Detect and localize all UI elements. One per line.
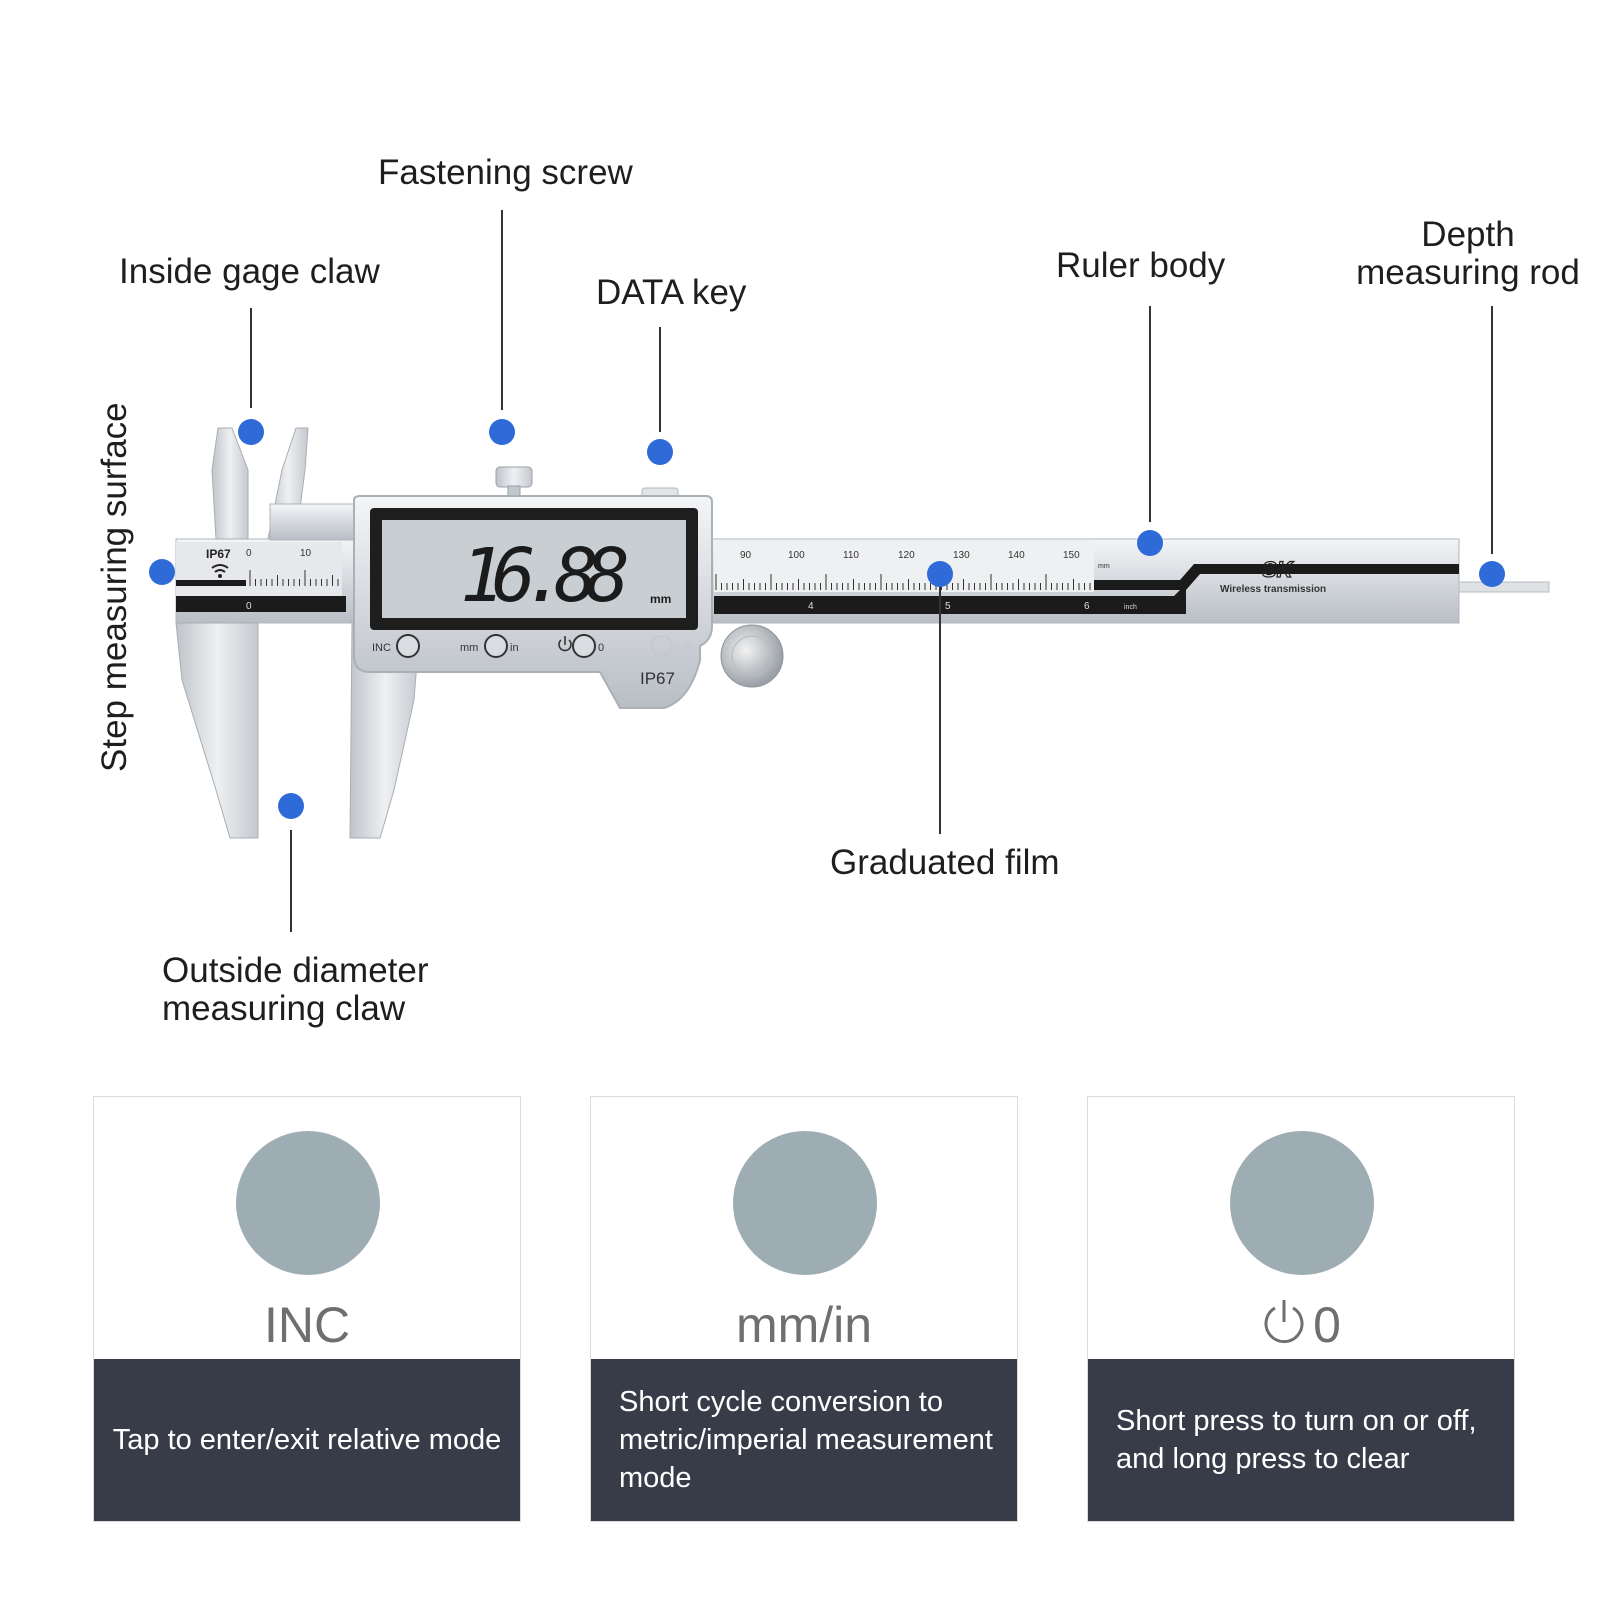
card-desc-mm-in: Short cycle conversion to metric/imperia…	[591, 1359, 1017, 1521]
svg-text:120: 120	[898, 550, 915, 561]
caliper-diagram: IP67 0 10 0 90 100 110 120 130 140 150 m…	[149, 210, 1550, 932]
depth-rod	[1458, 581, 1550, 593]
power-zero-button[interactable]	[572, 634, 596, 658]
callout-fastening-screw: Fastening screw	[378, 153, 633, 192]
card-label-power: 0	[1088, 1295, 1514, 1355]
leader-lines	[250, 210, 1493, 932]
callout-dots	[149, 419, 1505, 819]
mm-in-button[interactable]	[484, 634, 508, 658]
card-inc: INC Tap to enter/exit relative mode	[93, 1096, 521, 1522]
lcd-unit: mm	[650, 592, 671, 606]
dot-depth-rod	[1479, 561, 1505, 587]
fixed-outside-jaw	[175, 622, 259, 839]
svg-text:inch: inch	[1124, 604, 1137, 611]
svg-text:mm: mm	[460, 642, 478, 654]
wireless-transmission-text: Wireless transmission	[1220, 584, 1326, 595]
fixed-inside-jaw	[211, 427, 249, 540]
dot-fastening-screw	[489, 419, 515, 445]
card-label-inc: INC	[263, 1297, 351, 1353]
card-power: 0 Short press to turn on or off, and lon…	[1087, 1096, 1515, 1522]
svg-text:in: in	[510, 642, 519, 654]
callout-depth-rod: Depth measuring rod	[1356, 215, 1580, 292]
thumb-wheel	[720, 624, 784, 688]
power-button-illustration	[1230, 1131, 1374, 1275]
callout-outside-claw: Outside diameter measuring claw	[162, 951, 429, 1028]
dot-data-key	[647, 439, 673, 465]
fastening-screw	[495, 466, 533, 488]
beam-scale-numbers: 90 100 110 120 130 140 150 mm	[740, 550, 1110, 570]
dot-outside-claw	[278, 793, 304, 819]
lcd-screen	[382, 520, 686, 618]
head-inch-0: 0	[246, 601, 252, 612]
svg-text:4: 4	[808, 601, 814, 612]
svg-text:INC: INC	[372, 642, 391, 654]
callout-ruler-body: Ruler body	[1056, 246, 1226, 285]
wireless-icon	[211, 564, 229, 573]
svg-text:110: 110	[843, 550, 859, 561]
head-scale-0: 0	[246, 548, 252, 559]
slider-power-icon	[558, 636, 572, 652]
mm-in-button-illustration	[733, 1131, 877, 1275]
svg-text:0: 0	[598, 642, 604, 654]
card-desc-power: Short press to turn on or off, and long …	[1088, 1359, 1514, 1521]
slider-ip-label: IP67	[640, 669, 675, 688]
graduated-film	[714, 540, 1094, 592]
svg-text:90: 90	[740, 550, 752, 561]
callout-step-surface: Step measuring surface	[95, 402, 134, 772]
beam-inch-numbers: 4 5 6 inch	[808, 601, 1137, 612]
svg-text:mm: mm	[1098, 563, 1110, 570]
lcd-reading: 16.88	[460, 533, 630, 619]
dot-inside-gage-claw	[238, 419, 264, 445]
dot-step-surface	[149, 559, 175, 585]
card-label-mm-in: mm/in	[735, 1297, 873, 1353]
card-desc-inc: Tap to enter/exit relative mode	[94, 1359, 520, 1521]
callout-data-key: DATA key	[596, 273, 747, 312]
head-scale-10: 10	[300, 548, 312, 559]
dot-graduated-film	[927, 561, 953, 587]
svg-text:6: 6	[1084, 601, 1090, 612]
head-scale-ticks	[249, 570, 339, 586]
dot-ruler-body	[1137, 530, 1163, 556]
callout-graduated-film: Graduated film	[830, 843, 1060, 882]
svg-text:100: 100	[788, 550, 805, 561]
svg-text:5: 5	[945, 601, 951, 612]
brand-logo: SK	[1262, 557, 1295, 582]
data-indicator	[651, 635, 673, 657]
svg-text:130: 130	[953, 550, 970, 561]
inc-button[interactable]	[396, 634, 420, 658]
svg-text:140: 140	[1008, 550, 1025, 561]
card-mm-in: mm/in Short cycle conversion to metric/i…	[590, 1096, 1018, 1522]
callout-inside-gage-claw: Inside gage claw	[119, 252, 380, 291]
inc-button-illustration	[236, 1131, 380, 1275]
head-ip-label: IP67	[206, 547, 231, 561]
svg-text:150: 150	[1063, 550, 1080, 561]
power-icon	[1264, 1300, 1304, 1344]
